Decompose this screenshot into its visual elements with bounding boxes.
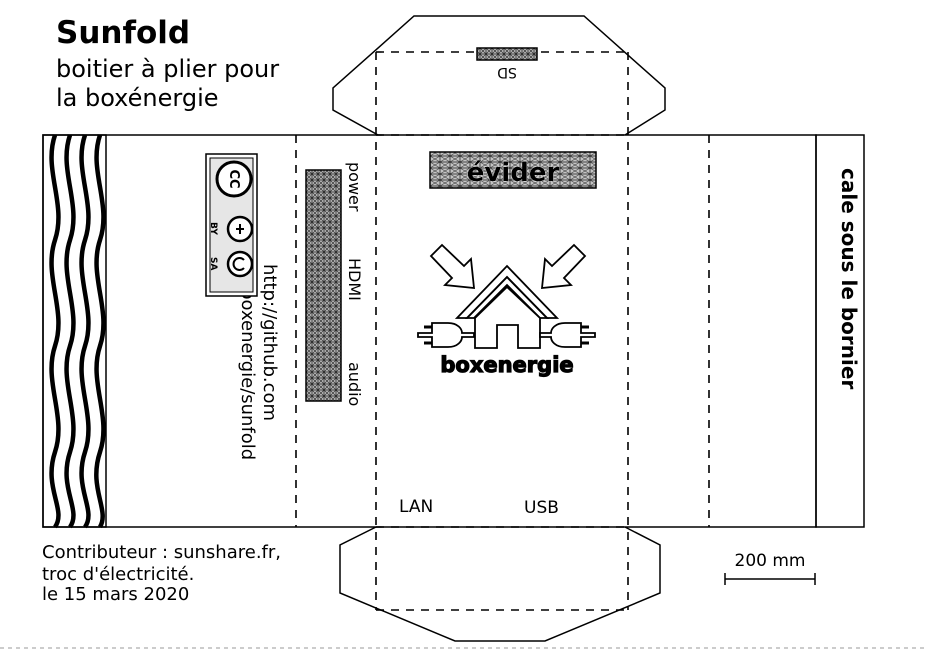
house-icon xyxy=(474,285,541,349)
bottom-flap xyxy=(339,526,661,642)
subtitle-line-2: la boxénergie xyxy=(56,84,219,112)
credit-line-3: le 15 mars 2020 xyxy=(42,584,189,605)
side-strip xyxy=(815,134,865,528)
port-hdmi-label: HDMI xyxy=(345,258,364,301)
logo-text: boxenergie xyxy=(440,353,573,377)
arrow-left-icon xyxy=(429,243,476,290)
arrow-right-icon xyxy=(540,243,587,290)
plug-left-icon xyxy=(417,322,475,348)
license-cc: CC xyxy=(226,169,241,188)
credit-line-2: troc d'électricité. xyxy=(42,564,194,585)
evider-label: évider xyxy=(467,158,560,188)
main-body xyxy=(42,134,817,528)
sd-label: SD xyxy=(497,64,517,80)
scale-label: 200 mm xyxy=(735,551,806,571)
lan-label: LAN xyxy=(399,497,433,517)
subtitle-line-1: boitier à plier pour xyxy=(56,55,279,83)
side-label: cale sous le bornier xyxy=(837,168,861,389)
plug-right-icon xyxy=(539,322,596,348)
wave-panel xyxy=(42,134,107,528)
title: Sunfold xyxy=(56,15,190,51)
port-power-label: power xyxy=(345,162,364,212)
boxenergie-logo xyxy=(417,243,596,349)
license-badge: CC BY SA xyxy=(205,153,258,297)
sa-icon xyxy=(232,257,245,271)
wave-lines xyxy=(49,134,106,529)
url-line-2: /boxenergie/sunfold xyxy=(237,282,258,460)
evider-cutout xyxy=(429,151,597,189)
usb-label: USB xyxy=(524,498,559,518)
credit-line-1: Contributeur : sunshare.fr, xyxy=(42,542,281,563)
top-flap xyxy=(332,15,666,136)
port-audio-label: audio xyxy=(345,362,364,406)
scale-bar xyxy=(724,573,816,585)
sd-cutout xyxy=(476,47,538,61)
license-by: BY xyxy=(208,222,218,235)
license-sa: SA xyxy=(208,257,218,270)
by-icon xyxy=(236,224,244,234)
ports-cutout xyxy=(305,169,342,402)
url-line-1: http://github.com xyxy=(259,264,280,421)
